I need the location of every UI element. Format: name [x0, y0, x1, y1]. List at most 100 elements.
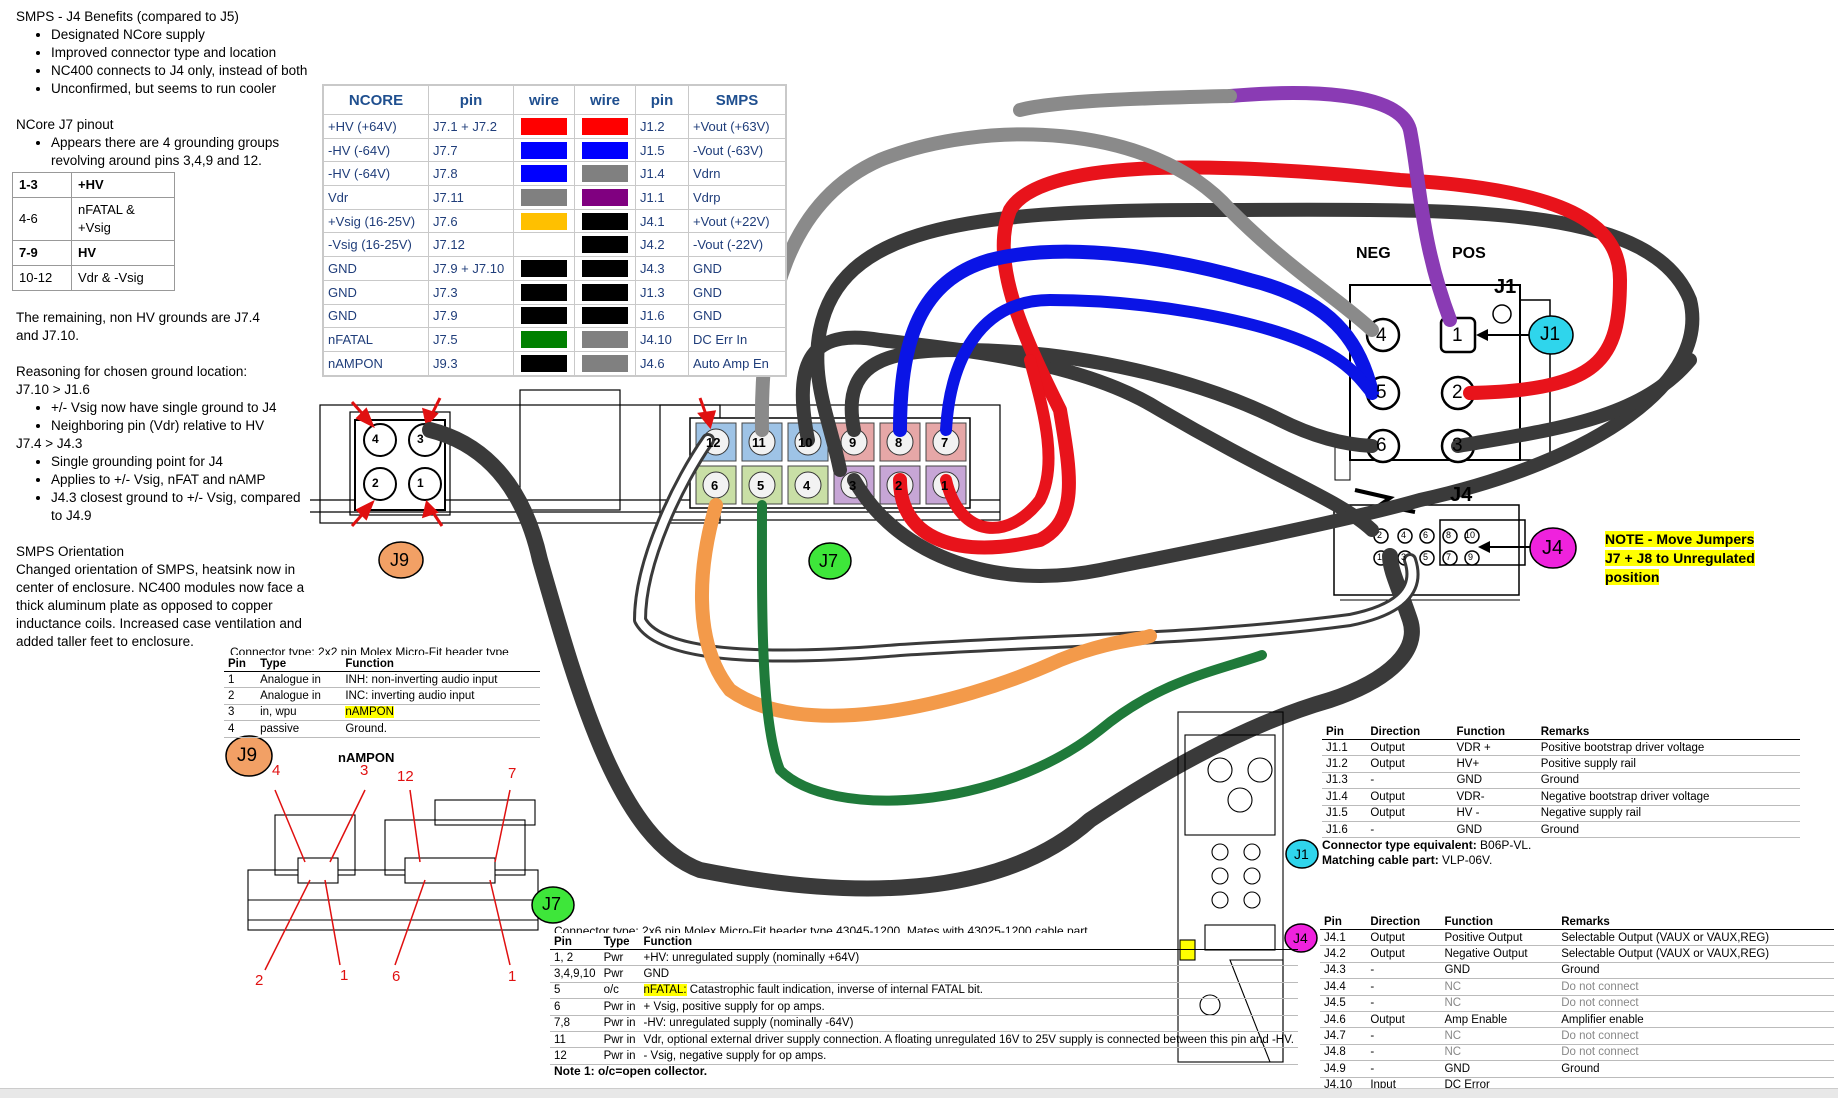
- pinout-item: Appears there are 4 grounding groups rev…: [51, 134, 281, 170]
- table-cell: 3,4,9,10: [550, 965, 600, 983]
- table-cell: in, wpu: [256, 704, 342, 722]
- table-cell: J7.7: [428, 137, 514, 163]
- table-cell: GND: [322, 256, 429, 281]
- j4-badge: [1529, 527, 1577, 569]
- j1-badge-2: [1285, 839, 1319, 869]
- table-cell: 7,8: [550, 1015, 600, 1032]
- table-cell: J1.3: [635, 279, 689, 305]
- table-cell: 6: [550, 998, 600, 1016]
- mapping-header-row: NCORE pin wire wire pin SMPS: [322, 84, 787, 115]
- table-cell: J4.1: [635, 208, 689, 234]
- reasoning-title: Reasoning for chosen ground location:: [16, 364, 248, 379]
- table-cell: J1.6: [635, 303, 689, 329]
- wire-swatch: [521, 331, 567, 349]
- j1-header-label: J1: [1494, 276, 1517, 298]
- j7-pin-label: 4: [803, 478, 811, 493]
- pin-callout: 4: [272, 762, 281, 779]
- j1-badge-label: J1: [1294, 846, 1309, 862]
- status-bar: [0, 1088, 1838, 1098]
- table-cell: J4.9: [1320, 1060, 1367, 1078]
- table-cell: 11: [550, 1031, 600, 1049]
- j4-pin-label: 3: [1401, 552, 1407, 562]
- j7-caption: Connector type: 2x6 pin Molex Micro-Fit …: [554, 924, 1091, 933]
- j4-pin-label: 5: [1423, 552, 1429, 562]
- j9-caption: Connector type: 2x2 pin Molex Micro-Fit …: [230, 645, 509, 655]
- table-cell: J4.3: [1320, 962, 1367, 980]
- table-cell: 12: [550, 1047, 600, 1065]
- benefit-item: NC400 connects to J4 only, instead of bo…: [51, 62, 316, 80]
- wire-color-cell: [513, 350, 575, 377]
- wire-color-cell: [513, 327, 575, 352]
- table-cell: -Vout (-22V): [688, 232, 787, 258]
- pin-callout: 2: [255, 972, 264, 989]
- orientation-text: Changed orientation of SMPS, heatsink no…: [16, 562, 305, 649]
- wire-color-cell: [513, 208, 575, 234]
- wire-color-cell: [574, 137, 636, 163]
- table-cell: Ground.: [341, 720, 540, 738]
- table-cell: GND: [688, 256, 787, 281]
- note-line: position: [1605, 569, 1660, 585]
- table-cell: J7.9 + J7.10: [428, 256, 514, 281]
- table-cell: J7.8: [428, 161, 514, 187]
- neg-label: NEG: [1356, 245, 1391, 262]
- table-cell: +HV (+64V): [322, 114, 429, 139]
- table-cell: J1.4: [635, 161, 689, 187]
- table-cell: Pwr: [599, 949, 640, 967]
- table-cell: 2: [224, 687, 257, 705]
- table-cell: GND: [322, 279, 429, 305]
- table-cell: J9.3: [428, 350, 514, 377]
- table-cell: 4: [224, 720, 257, 738]
- wire-color-cell: [574, 256, 636, 281]
- wire-color-cell: [574, 232, 636, 258]
- table-cell: J7.6: [428, 208, 514, 234]
- j1-pin-label: 3: [1452, 435, 1463, 456]
- table-cell: Do not connect: [1557, 1027, 1834, 1045]
- table-cell: Vdr: [322, 185, 429, 210]
- remaining-note: The remaining, non HV grounds are J7.4 a…: [16, 310, 260, 343]
- j7-pin-label: 12: [706, 435, 721, 450]
- header-cell: Pin: [1322, 724, 1367, 740]
- j1-pin-label: 2: [1452, 382, 1463, 403]
- header-cell: Function: [341, 656, 540, 672]
- wire-swatch: [582, 141, 628, 159]
- table-cell: nAMPON: [341, 704, 540, 722]
- table-cell: Do not connect: [1557, 978, 1834, 996]
- table-cell: J4.10: [635, 327, 689, 352]
- j7-pin-label: 6: [711, 478, 719, 493]
- wire-swatch: [521, 117, 567, 135]
- j4-pin-label: 8: [1446, 530, 1452, 540]
- wire-swatch: [521, 283, 567, 301]
- table-cell: J4.4: [1320, 978, 1367, 996]
- header-cell: Function: [1452, 724, 1537, 740]
- pinout-title: NCore J7 pinout: [16, 117, 114, 132]
- wire-swatch: [521, 141, 567, 159]
- cable-label: Matching cable part:: [1322, 853, 1439, 867]
- reason-item: Applies to +/- Vsig, nFAT and nAMP: [51, 471, 316, 489]
- j7-badge-label: J7: [542, 894, 562, 914]
- wire-color-cell: [574, 208, 636, 234]
- reason-item: Neighboring pin (Vdr) relative to HV: [51, 417, 316, 435]
- table-cell: passive: [256, 720, 342, 738]
- table-cell: o/c: [599, 982, 640, 1000]
- highlight: nFATAL:: [643, 984, 687, 997]
- table-cell: Amplifier enable: [1557, 1011, 1834, 1029]
- table-cell: +HV: unregulated supply (nominally +64V): [639, 949, 1298, 967]
- connector-label: Connector type equivalent:: [1322, 838, 1477, 852]
- table-cell: VDR +: [1452, 739, 1537, 757]
- table-cell: -HV (-64V): [322, 161, 429, 187]
- table-cell: Do not connect: [1557, 995, 1834, 1012]
- table-cell: nAMPON: [322, 350, 429, 377]
- table-cell: J4.7: [1320, 1027, 1367, 1045]
